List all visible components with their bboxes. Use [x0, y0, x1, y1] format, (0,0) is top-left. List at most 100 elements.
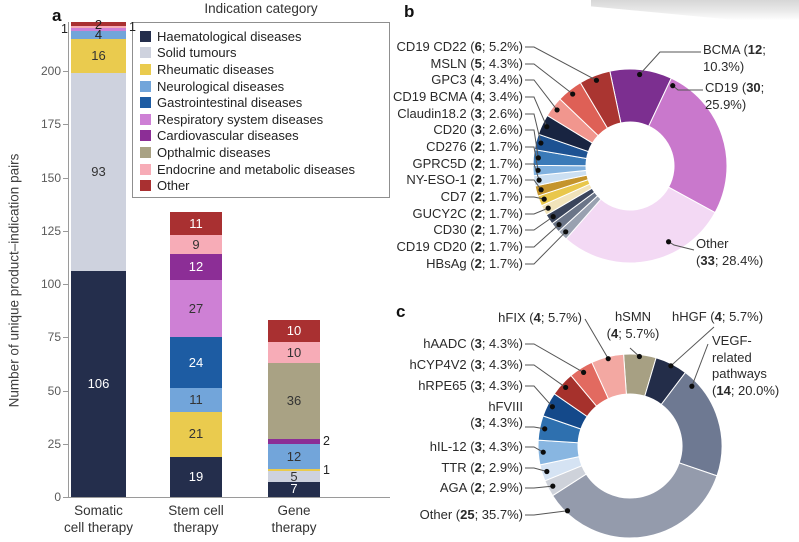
donut-b-leader-gpc3	[525, 79, 558, 111]
bar-segment-somatic-cell-therapy-respiratory-system-diseases	[71, 28, 126, 31]
donut-b-slice-claudin18-2	[533, 133, 590, 160]
bar-segment-stem-cell-therapy-gastrointestinal-diseases	[170, 337, 222, 389]
donut-b-leader-gprc5d	[525, 163, 540, 181]
y-tick-label: 50	[47, 383, 61, 398]
bar-segment-gene-therapy-neurological-diseases	[268, 443, 320, 470]
donut-c-label-hhgf: hHGF (4; 5.7%)	[672, 309, 764, 324]
donut-c-label-hfviii: hFVIII(3; 4.3%)	[470, 398, 523, 431]
donut-b-label-cd19: CD19 (30;25.9%)	[705, 80, 765, 112]
y-tick	[63, 284, 68, 285]
bar-segment-somatic-cell-therapy-haematological-diseases	[71, 271, 126, 497]
donut-b-dot-hbsag	[563, 229, 569, 235]
y-tick	[63, 71, 68, 72]
donut-b-label-hbsag: HBsAg (2; 1.7%)	[426, 255, 523, 271]
donut-c-slice-hfviii	[537, 415, 582, 444]
y-tick	[63, 177, 68, 179]
bar-value-label: 11	[189, 392, 203, 408]
bar-segment-somatic-cell-therapy-solid-tumours	[71, 73, 126, 272]
y-tick-label: 175	[40, 117, 61, 132]
x-axis-line	[68, 497, 390, 498]
donut-b-dot-other	[665, 239, 672, 245]
bar-value-label: 4	[94, 27, 103, 43]
panel-a-label: a	[52, 6, 62, 25]
y-tick-label: 25	[47, 436, 61, 451]
donut-c-label-hrpe65: hRPE65 (3; 4.3%)	[418, 377, 523, 393]
donut-c-leader-haadc	[525, 343, 584, 373]
donut-b-slice-gprc5d	[532, 169, 588, 187]
donut-b-leader-msln	[525, 63, 573, 95]
bar-value-label: 24	[188, 355, 204, 371]
donut-b-leader-cd19-cd22	[525, 46, 597, 81]
bar-segment-stem-cell-therapy-respiratory-system-diseases	[170, 279, 222, 338]
donut-c-leader-aga	[525, 485, 553, 489]
donut-c-slice-hil-12	[537, 439, 580, 466]
donut-b-label-ny-eso-1: NY-ESO-1 (2; 1.7%)	[406, 171, 523, 187]
bar-segment-gene-therapy-endocrine-and-metabolic-diseases	[268, 341, 320, 363]
bar-segment-gene-therapy-rheumatic-diseases	[268, 469, 320, 472]
legend-item-label: Endocrine and metabolic diseases	[157, 161, 356, 177]
donut-b-dot-ny-eso-1	[538, 187, 544, 193]
bar-segment-stem-cell-therapy-endocrine-and-metabolic-diseases	[170, 235, 222, 255]
bar-value-label: 2	[94, 16, 103, 32]
donut-c-leader-hrpe65	[525, 385, 553, 408]
donut-b-label-cd20: CD20 (3; 2.6%)	[433, 121, 523, 137]
bar-value-label: 106	[87, 376, 110, 392]
donut-b-dot-msln	[570, 91, 576, 97]
bar-value-label-outside: 2	[323, 434, 330, 449]
legend-item-label: Respiratory system diseases	[157, 111, 324, 127]
donut-b-label-cd7: CD7 (2; 1.7%)	[440, 188, 523, 204]
bar-segment-stem-cell-therapy-other	[170, 211, 222, 235]
legend-item-other: Other	[140, 177, 382, 194]
donut-c-label-hil-12: hIL-12 (3; 4.3%)	[429, 438, 523, 454]
legend-swatch-gastrointestinal-diseases	[140, 97, 151, 109]
donut-c-leader-hsmn	[629, 347, 640, 357]
y-tick-label: 100	[40, 277, 61, 291]
donut-b-dot-cd7	[541, 196, 547, 202]
donut-b-leader-bcma	[639, 51, 701, 75]
y-tick	[63, 124, 68, 126]
legend-item-label: Haematological diseases	[157, 28, 302, 44]
donut-b-slice-gpc3	[546, 98, 599, 144]
donut-c-slice-other	[551, 462, 718, 539]
donut-c-dot-hrpe65	[549, 404, 555, 410]
donut-c-dot-aga	[550, 483, 556, 489]
donut-c-label-other: Other (25; 35.7%)	[419, 506, 523, 522]
donut-b-dot-cd19-cd20	[556, 221, 562, 228]
legend-swatch-endocrine-and-metabolic-diseases	[140, 163, 151, 175]
donut-b-slice-cd19-cd20	[551, 191, 599, 233]
donut-b-dot-cd19-cd22	[593, 77, 600, 83]
donut-b-leader-cd7	[525, 196, 545, 200]
donut-b-dot-cd276	[535, 167, 541, 173]
y-tick-label: 125	[40, 223, 61, 238]
bar-segment-somatic-cell-therapy-rheumatic-diseases	[71, 39, 126, 74]
legend-item-label: Gastrointestinal diseases	[157, 95, 303, 111]
donut-c-dot-other	[564, 508, 571, 514]
bar-segment-gene-therapy-opthalmic-diseases	[268, 362, 320, 440]
donut-c-label-hsmn: hSMN(4; 5.7%)	[606, 309, 660, 341]
legend-item-solid-tumours: Solid tumours	[140, 45, 382, 62]
legend-swatch-other	[140, 180, 151, 192]
donut-c-dot-ttr	[544, 468, 550, 475]
donut-b-leader-other	[668, 241, 695, 251]
donut-b-label-cd30: CD30 (2; 1.7%)	[433, 221, 523, 237]
legend-item-neurological-diseases: Neurological diseases	[140, 78, 382, 95]
legend-item-label: Opthalmic diseases	[157, 144, 271, 160]
bar-value-label: 11	[189, 215, 203, 231]
donut-b-slice-cd7	[537, 179, 591, 207]
donut-c-slice-haadc	[570, 361, 610, 407]
bar-value-label: 16	[91, 48, 106, 64]
y-tick	[63, 497, 68, 498]
donut-b-label-other: Other(33; 28.4%)	[696, 236, 764, 268]
legend-item-endocrine-and-metabolic-diseases: Endocrine and metabolic diseases	[140, 161, 382, 178]
donut-b-label-gucy2c: GUCY2C (2; 1.7%)	[412, 205, 523, 221]
donut-c-dot-hil-12	[540, 449, 546, 455]
legend-item-label: Solid tumours	[157, 45, 237, 61]
donut-c-leader-hcyp4v2	[525, 364, 566, 388]
legend-item-cardiovascular-diseases: Cardiovascular diseases	[140, 128, 382, 145]
bar-value-label-outside: 1	[323, 462, 330, 477]
donut-b-label-claudin18-2: Claudin18.2 (3; 2.6%)	[397, 105, 523, 121]
legend-title: Indication category	[204, 1, 318, 16]
